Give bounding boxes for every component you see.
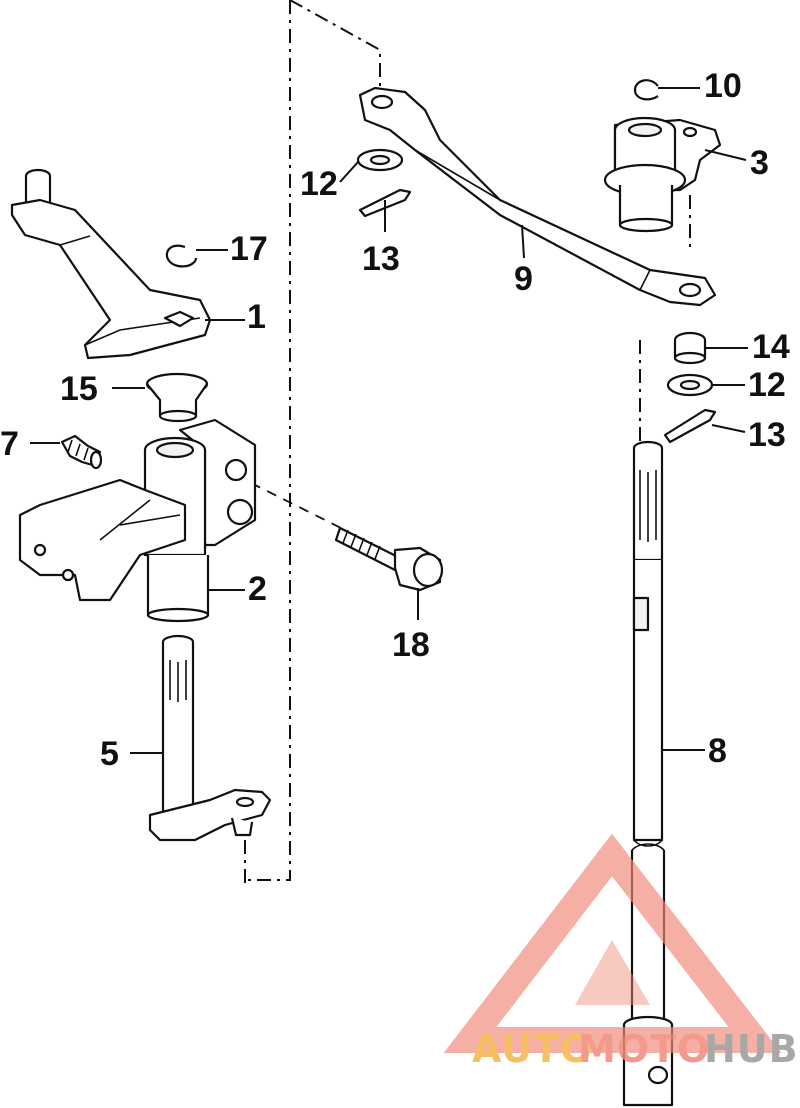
part-5-shift-shaft — [148, 634, 272, 842]
callout-10: 10 — [704, 67, 742, 105]
callout-3: 3 — [750, 144, 769, 182]
part-2-clamp-bracket — [18, 418, 257, 623]
part-12-washer-bottom — [666, 373, 714, 397]
callout-5: 5 — [100, 735, 119, 773]
callout-13-top: 13 — [362, 240, 400, 278]
callout-1: 1 — [247, 298, 266, 336]
watermark-text-moto: MOTO — [578, 1027, 710, 1071]
leader-lines — [30, 87, 748, 754]
part-8-shift-rod — [622, 440, 674, 1107]
part-18-bolt — [334, 526, 444, 592]
callout-15: 15 — [60, 370, 98, 408]
callout-9: 9 — [514, 260, 533, 298]
part-1-lever-arm — [10, 168, 212, 360]
callout-12-bottom: 12 — [748, 366, 786, 404]
callout-labels: 1 2 3 5 7 8 9 10 12 12 13 13 14 15 17 18 — [0, 67, 790, 773]
callout-7: 7 — [0, 425, 19, 463]
watermark-text-auto: AUTO — [472, 1027, 593, 1071]
callout-13-bottom: 13 — [748, 416, 786, 454]
part-13-cotter-pin-bottom — [663, 408, 717, 444]
callout-17: 17 — [230, 230, 268, 268]
callout-14: 14 — [752, 328, 790, 366]
callout-12-top: 12 — [300, 165, 338, 203]
part-17-snap-ring — [165, 244, 198, 268]
part-10-clip — [633, 79, 659, 101]
callout-8: 8 — [708, 732, 727, 770]
part-9-linkage-rod — [358, 86, 717, 307]
part-15-bushing — [145, 372, 209, 423]
watermark-logo: AUTO MOTO HUB — [443, 833, 799, 1071]
part-3-link-arm — [603, 116, 722, 233]
callout-18: 18 — [392, 626, 430, 664]
callout-2: 2 — [248, 570, 267, 608]
watermark-text-hub: HUB — [704, 1027, 799, 1071]
part-7-grease-nipple — [60, 434, 103, 470]
part-14-nut — [673, 331, 707, 365]
part-12-washer-top — [356, 148, 404, 172]
